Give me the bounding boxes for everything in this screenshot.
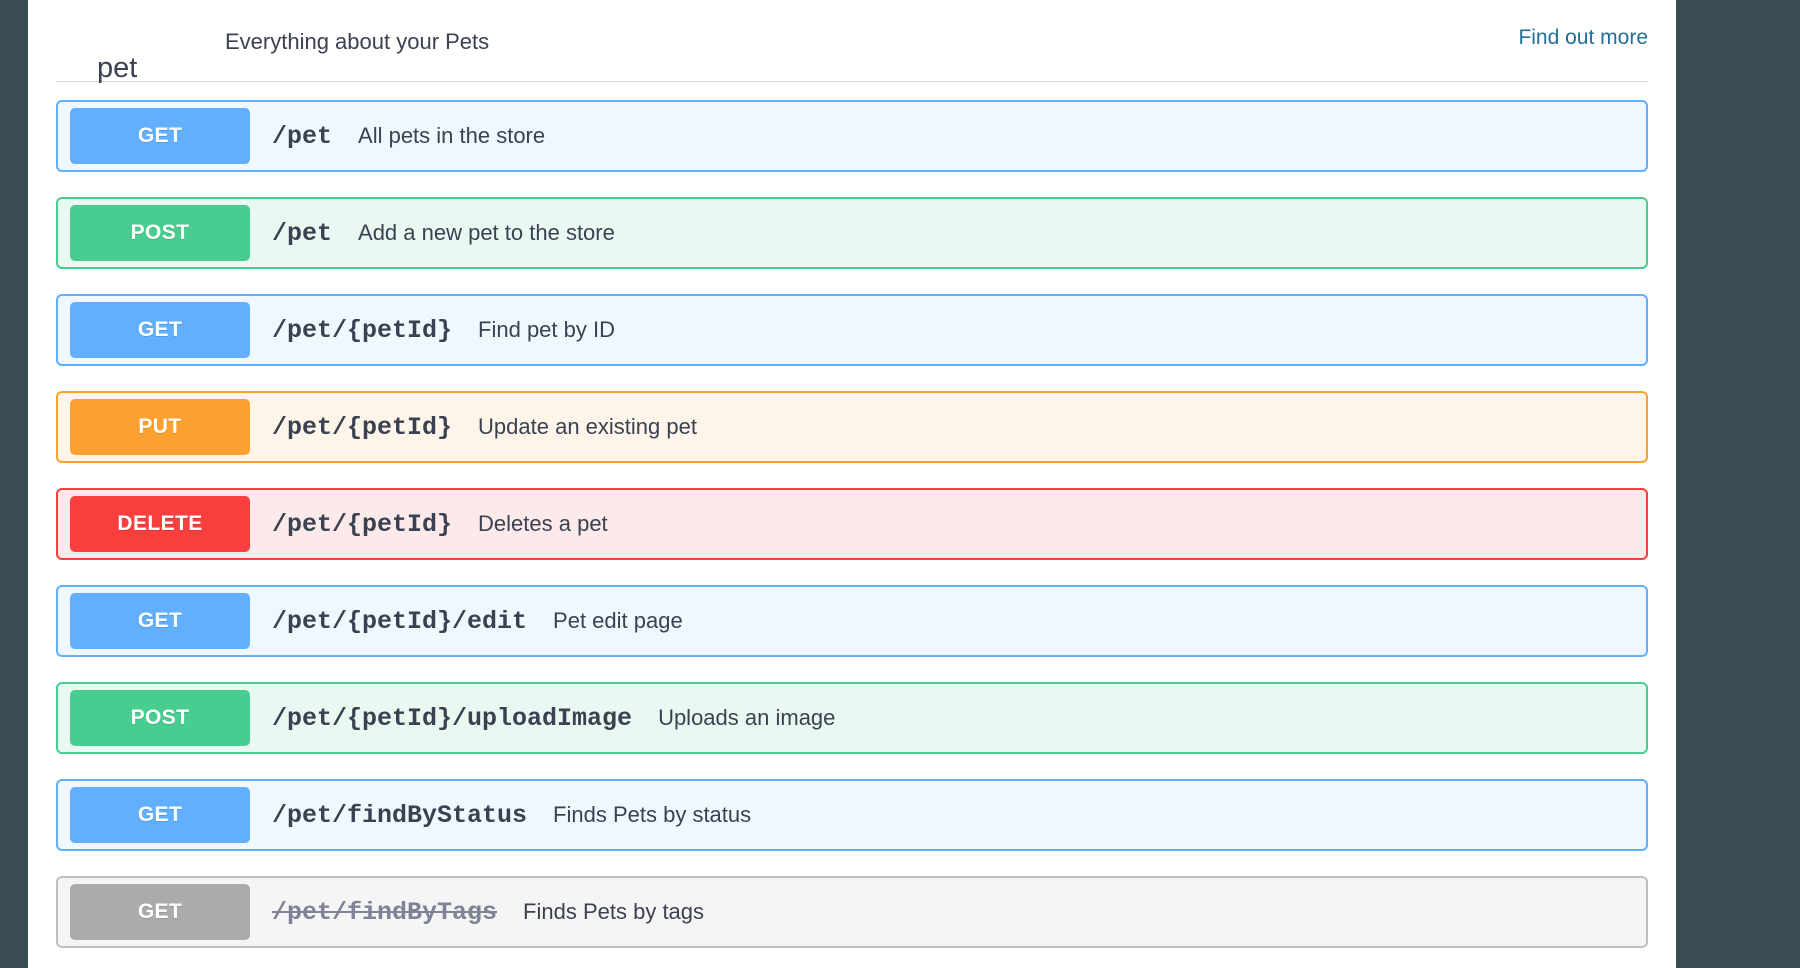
operation-method-badge: POST: [70, 690, 250, 746]
operation-row[interactable]: POST/pet/{petId}/uploadImage Uploads an i…: [56, 682, 1648, 754]
operation-method-badge: POST: [70, 205, 250, 261]
operation-summary: All pets in the store: [358, 123, 1646, 149]
tag-header: pet Everything about your Pets Find out …: [56, 0, 1648, 82]
operation-row[interactable]: POST/pet Add a new pet to the store: [56, 197, 1648, 269]
operation-row[interactable]: PUT/pet/{petId} Update an existing pet: [56, 391, 1648, 463]
tag-title[interactable]: pet: [97, 51, 137, 85]
operation-method-badge: GET: [70, 108, 250, 164]
operation-row[interactable]: DELETE/pet/{petId} Deletes a pet: [56, 488, 1648, 560]
operation-path: /pet/{petId}: [272, 413, 452, 442]
operation-path: /pet/findByTags: [272, 898, 497, 927]
operation-summary: Update an existing pet: [478, 414, 1646, 440]
operation-method-badge: GET: [70, 302, 250, 358]
operation-path: /pet: [272, 122, 332, 151]
tag-description: Everything about your Pets: [225, 28, 489, 56]
operation-method-badge: PUT: [70, 399, 250, 455]
operation-method-badge: DELETE: [70, 496, 250, 552]
operation-row[interactable]: GET/pet/{petId} Find pet by ID: [56, 294, 1648, 366]
operation-method-badge: GET: [70, 787, 250, 843]
operation-path: /pet/{petId}/edit: [272, 607, 527, 636]
operations-list: GET/petAll pets in the storePOST/petAdd …: [28, 100, 1676, 948]
operation-path: /pet/{petId}: [272, 316, 452, 345]
operation-summary: Add a new pet to the store: [358, 220, 1646, 246]
operation-method-badge: GET: [70, 884, 250, 940]
operation-path: /pet/{petId}: [272, 510, 452, 539]
operation-summary: Finds Pets by tags: [523, 899, 1646, 925]
find-out-more-link[interactable]: Find out more: [1518, 24, 1648, 52]
operation-summary: Pet edit page: [553, 608, 1646, 634]
operation-path: /pet/{petId}/uploadImage: [272, 704, 632, 733]
swagger-page: pet Everything about your Pets Find out …: [28, 0, 1676, 968]
operation-path: /pet: [272, 219, 332, 248]
operation-row[interactable]: GET/pet/findByStatus Finds Pets by status: [56, 779, 1648, 851]
operation-summary: Deletes a pet: [478, 511, 1646, 537]
operation-row[interactable]: GET/pet/findByTags Finds Pets by tags: [56, 876, 1648, 948]
operation-summary: Finds Pets by status: [553, 802, 1646, 828]
operation-row[interactable]: GET/pet/{petId}/edit Pet edit page: [56, 585, 1648, 657]
operation-row[interactable]: GET/pet All pets in the store: [56, 100, 1648, 172]
operation-path: /pet/findByStatus: [272, 801, 527, 830]
operation-summary: Uploads an image: [658, 705, 1646, 731]
operation-summary: Find pet by ID: [478, 317, 1646, 343]
operation-method-badge: GET: [70, 593, 250, 649]
